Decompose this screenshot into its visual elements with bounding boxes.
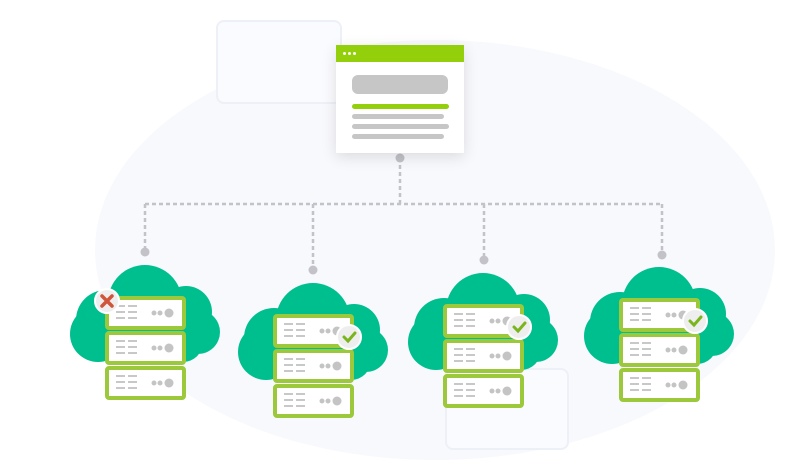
check-icon [336,324,362,350]
check-icon [682,308,708,334]
placeholder-block [352,75,448,94]
placeholder-line [352,134,444,139]
cloud-server-2[interactable] [236,280,396,440]
server-unit [619,368,700,402]
server-unit [273,349,354,383]
cloud-icon [70,265,220,400]
x-icon [94,288,120,314]
cloud-server-3[interactable] [406,270,566,430]
cloud-server-1[interactable] [68,262,228,422]
placeholder-line [352,124,449,129]
connector-dot [479,255,489,265]
app-window-card[interactable] [336,45,464,153]
cloud-server-4[interactable] [582,264,742,424]
connector-dot [657,250,667,260]
cloud-icon [238,283,388,418]
connector-dot [308,265,318,275]
cloud-icon [584,267,734,402]
server-unit [443,374,524,408]
server-unit [443,304,524,338]
connector-dot [395,153,405,163]
window-title-bar [336,45,464,62]
server-unit [105,366,186,400]
server-unit [105,331,186,365]
placeholder-line-accent [352,104,449,109]
server-unit [443,339,524,373]
placeholder-line [352,114,444,119]
connector-dot [140,247,150,257]
server-unit [273,384,354,418]
cloud-icon [408,273,558,408]
server-unit [619,333,700,367]
ghost-dashboard-card [216,20,342,104]
check-icon [506,314,532,340]
